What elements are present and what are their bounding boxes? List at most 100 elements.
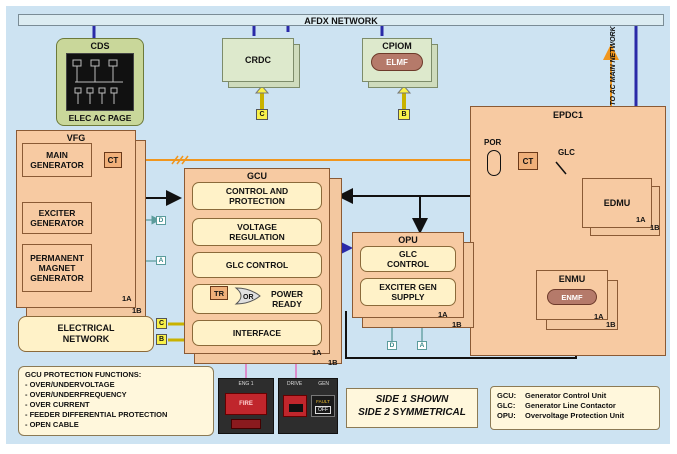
ac-network-label-wrap: TO AC MAIN NETWORK xyxy=(598,26,628,112)
edmu-1b-label: 1B xyxy=(650,223,660,232)
tag-c-input: C xyxy=(156,318,167,329)
vfg-tag-d: D xyxy=(156,216,166,225)
off-label: OFF xyxy=(315,406,331,414)
or-gate-label: OR xyxy=(243,294,254,301)
eng-fire-panel: ENG 1 FIRE xyxy=(218,378,274,434)
electrical-network-label: ELECTRICAL NETWORK xyxy=(57,323,115,344)
gcu-glc-control: GLC CONTROL xyxy=(192,252,322,278)
side-note-line2: SIDE 2 SYMMETRICAL xyxy=(358,407,466,418)
control-and-protection-label: CONTROL AND PROTECTION xyxy=(225,186,289,206)
tag-b-input: B xyxy=(156,334,167,345)
legend-text: Generator Line Contactor xyxy=(525,401,616,410)
exciter-generator-label: EXCITER GENERATOR xyxy=(30,208,84,228)
elec-ac-page-label: ELEC AC PAGE xyxy=(68,113,132,123)
control-and-protection: CONTROL AND PROTECTION xyxy=(192,182,322,210)
crdc-title: CRDC xyxy=(245,55,271,65)
epdc-ct: CT xyxy=(518,152,538,170)
opu-tag-a: A xyxy=(417,341,427,350)
crdc-tag-c: C xyxy=(256,109,268,120)
vfg-tag-a: A xyxy=(156,256,166,265)
enmf-module: ENMF xyxy=(547,289,597,305)
cpiom-input-arrow xyxy=(396,85,412,94)
cds-title: CDS xyxy=(90,41,110,51)
vfg-title: VFG xyxy=(66,133,86,143)
protection-item: - OVER/UNDERFREQUENCY xyxy=(25,390,127,399)
exciter-gen-supply: EXCITER GEN SUPPLY xyxy=(360,278,456,306)
enmu-title: ENMU xyxy=(558,274,586,284)
side-note-line1: SIDE 1 SHOWN xyxy=(375,394,449,405)
opu-glc-control: GLC CONTROL xyxy=(360,246,456,272)
gcu-title: GCU xyxy=(247,171,267,181)
edmu-title: EDMU xyxy=(603,198,631,208)
cpiom-title: CPIOM xyxy=(382,41,412,51)
opu-1b-label: 1B xyxy=(452,320,462,329)
legend-text: Generator Control Unit xyxy=(525,391,607,400)
gen-button[interactable]: FAULT OFF xyxy=(311,395,335,417)
legend-row: OPU: Overvoltage Protection Unit xyxy=(497,411,653,421)
cpiom-unit: CPIOM ELMF xyxy=(362,38,432,82)
protection-item: - OVER CURRENT xyxy=(25,400,90,409)
por-label: POR xyxy=(484,138,502,147)
enmu-1a-label: 1A xyxy=(594,312,604,321)
exciter-generator: EXCITER GENERATOR xyxy=(22,202,92,234)
elmf-module: ELMF xyxy=(371,53,423,71)
gcu-1a-label: 1A xyxy=(312,348,322,357)
voltage-regulation-label: VOLTAGE REGULATION xyxy=(229,222,285,242)
opu-1a-label: 1A xyxy=(438,310,448,319)
cpiom-tag-b: B xyxy=(398,109,410,120)
voltage-regulation: VOLTAGE REGULATION xyxy=(192,218,322,246)
main-generator-label: MAIN GENERATOR xyxy=(30,150,84,170)
power-ready-label: POWER READY xyxy=(270,289,304,309)
edmu-1a-label: 1A xyxy=(636,215,646,224)
fault-label: FAULT xyxy=(316,399,330,404)
edmu-unit: EDMU xyxy=(582,178,652,228)
abbreviation-legend: GCU: Generator Control Unit GLC: Generat… xyxy=(490,386,660,430)
legend-abbr: OPU: xyxy=(497,411,516,420)
opu-tag-d: D xyxy=(387,341,397,350)
drive-button[interactable] xyxy=(283,395,307,417)
main-generator: MAIN GENERATOR xyxy=(22,143,92,177)
protection-functions-note: GCU PROTECTION FUNCTIONS: - OVER/UNDERVO… xyxy=(18,366,214,436)
enmu-1b-label: 1B xyxy=(606,320,616,329)
eng-fire-button[interactable]: FIRE xyxy=(225,393,267,415)
gen-label: GEN xyxy=(318,381,330,387)
glc-label: GLC xyxy=(558,148,575,157)
gcu-glc-control-label: GLC CONTROL xyxy=(225,260,289,270)
protection-item: - OVER/UNDERVOLTAGE xyxy=(25,380,115,389)
legend-abbr: GCU: xyxy=(497,391,517,400)
fire-guard-icon xyxy=(231,419,261,429)
afdx-network-label: AFDX NETWORK xyxy=(304,16,378,26)
vfg-1b-label: 1B xyxy=(132,306,142,315)
drive-label: DRIVE xyxy=(286,381,303,387)
glc-contactor-icon xyxy=(555,161,567,175)
legend-row: GLC: Generator Line Contactor xyxy=(497,401,653,411)
legend-text: Overvoltage Protection Unit xyxy=(525,411,625,420)
side-note: SIDE 1 SHOWN SIDE 2 SYMMETRICAL xyxy=(346,388,478,428)
enmu-unit: ENMU ENMF xyxy=(536,270,608,320)
elec-ac-page-icon xyxy=(72,59,123,104)
gcu-1b-label: 1B xyxy=(328,358,338,367)
por-sensor-icon xyxy=(487,150,501,176)
electrical-network: ELECTRICAL NETWORK xyxy=(18,316,154,352)
drive-gen-panel: DRIVE GEN FAULT OFF xyxy=(278,378,338,434)
epdc1-title: EPDC1 xyxy=(552,110,583,120)
to-ac-main-network-label: TO AC MAIN NETWORK xyxy=(610,26,617,106)
protection-heading: GCU PROTECTION FUNCTIONS: xyxy=(25,370,142,379)
vfg-ct: CT xyxy=(104,152,122,168)
exciter-gen-supply-label: EXCITER GEN SUPPLY xyxy=(379,282,437,302)
diagram-canvas: AFDX NETWORK CDS ELEC AC PAGE CRDC C CPI… xyxy=(6,6,670,444)
vfg-1a-label: 1A xyxy=(122,294,132,303)
crdc-input-arrow xyxy=(254,85,270,94)
afdx-network-bus: AFDX NETWORK xyxy=(18,14,664,26)
or-gate-icon: OR xyxy=(234,287,261,305)
interface-block: INTERFACE xyxy=(192,320,322,346)
pmg-label: PERMANENT MAGNET GENERATOR xyxy=(30,253,84,283)
protection-item: - OPEN CABLE xyxy=(25,420,79,429)
cds-screen xyxy=(66,53,134,111)
eng-panel-label: ENG 1 xyxy=(238,381,254,387)
legend-abbr: GLC: xyxy=(497,401,516,410)
drive-guard-icon xyxy=(289,404,303,412)
opu-title: OPU xyxy=(398,235,418,245)
tr-block: TR xyxy=(210,286,228,300)
